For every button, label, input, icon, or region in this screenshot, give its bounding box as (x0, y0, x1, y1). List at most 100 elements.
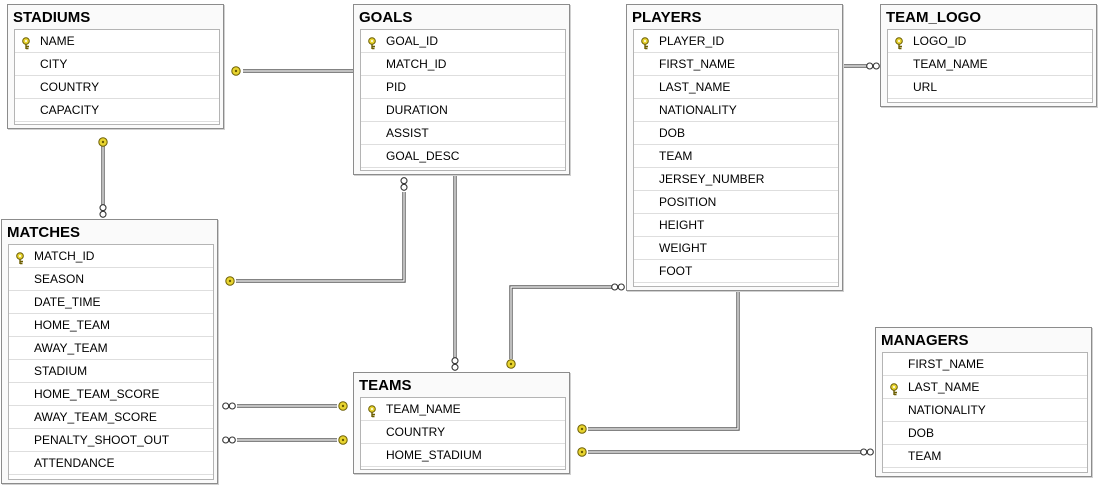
column-name: SEASON (34, 272, 85, 286)
relationship-line[interactable] (506, 283, 625, 369)
column-row[interactable]: DOB (634, 122, 838, 145)
column-row[interactable]: COUNTRY (361, 421, 565, 444)
column-row[interactable]: DURATION (361, 99, 565, 122)
column-row[interactable]: TEAM_NAME (888, 53, 1092, 76)
column-row[interactable]: ASSIST (361, 122, 565, 145)
table-managers[interactable]: MANAGERS FIRST_NAME LAST_NAME NATIONALITY D… (875, 327, 1092, 477)
column-row[interactable]: MATCH_ID (9, 245, 213, 268)
column-row[interactable]: HEIGHT (634, 214, 838, 237)
column-row[interactable]: POSITION (634, 191, 838, 214)
column-row[interactable]: FIRST_NAME (634, 53, 838, 76)
column-name: NATIONALITY (908, 403, 986, 417)
table-title: STADIUMS (13, 9, 91, 26)
column-name: TEAM_NAME (913, 57, 988, 71)
column-row[interactable]: JERSEY_NUMBER (634, 168, 838, 191)
column-row[interactable]: CAPACITY (15, 99, 219, 122)
primary-key-icon (15, 250, 27, 265)
many-end-infinity-icon (99, 204, 107, 218)
relationship-line[interactable] (222, 435, 348, 445)
relationship-line[interactable] (98, 137, 108, 218)
column-row[interactable]: GOAL_DESC (361, 145, 565, 168)
column-name: FIRST_NAME (908, 357, 985, 371)
column-row[interactable]: DATE_TIME (9, 291, 213, 314)
relationship-line[interactable] (451, 175, 459, 371)
relationship-line[interactable] (843, 62, 880, 70)
column-name: HEIGHT (659, 218, 705, 232)
column-name: LOGO_ID (913, 34, 967, 48)
column-row[interactable]: DOB (883, 422, 1087, 445)
primary-key-icon (894, 35, 906, 50)
column-name: DATE_TIME (34, 295, 101, 309)
column-row[interactable]: FIRST_NAME (883, 353, 1087, 376)
column-row[interactable]: CITY (15, 53, 219, 76)
column-row[interactable]: NAME (15, 30, 219, 53)
column-name: AWAY_TEAM_SCORE (34, 410, 157, 424)
column-name: PENALTY_SHOOT_OUT (34, 433, 170, 447)
column-name: MATCH_ID (386, 57, 447, 71)
column-row[interactable]: PENALTY_SHOOT_OUT (9, 429, 213, 452)
column-name: ATTENDANCE (34, 456, 115, 470)
column-row[interactable]: ATTENDANCE (9, 452, 213, 475)
column-name: NAME (40, 34, 75, 48)
many-end-infinity-icon (866, 62, 880, 70)
table-matches[interactable]: MATCHES MATCH_ID SEASON DATE_TIME HOME_TEAM… (1, 219, 218, 484)
one-end-key-icon (338, 401, 348, 411)
table-title: TEAMS (359, 377, 412, 394)
column-row[interactable]: TEAM (883, 445, 1087, 468)
relationship-line[interactable] (225, 177, 408, 286)
column-name: MATCH_ID (34, 249, 95, 263)
many-end-infinity-icon (222, 436, 236, 444)
column-name: TEAM (659, 149, 693, 163)
one-end-key-icon (506, 359, 516, 369)
one-end-key-icon (225, 276, 235, 286)
column-row[interactable]: FOOT (634, 260, 838, 283)
column-row[interactable]: LOGO_ID (888, 30, 1092, 53)
column-row[interactable]: COUNTRY (15, 76, 219, 99)
column-row[interactable]: TEAM_NAME (361, 398, 565, 421)
column-name: FOOT (659, 264, 693, 278)
column-row[interactable]: HOME_TEAM (9, 314, 213, 337)
column-row[interactable]: URL (888, 76, 1092, 99)
column-row[interactable]: PLAYER_ID (634, 30, 838, 53)
column-row[interactable]: WEIGHT (634, 237, 838, 260)
one-end-key-icon (577, 424, 587, 434)
column-list: LOGO_ID TEAM_NAME URL (887, 29, 1093, 103)
column-row[interactable]: HOME_STADIUM (361, 444, 565, 467)
column-row[interactable]: NATIONALITY (883, 399, 1087, 422)
relationship-line[interactable] (577, 447, 874, 457)
column-name: LAST_NAME (908, 380, 980, 394)
column-row[interactable]: MATCH_ID (361, 53, 565, 76)
column-name: TEAM_NAME (386, 402, 461, 416)
column-row[interactable]: GOAL_ID (361, 30, 565, 53)
column-row[interactable]: LAST_NAME (883, 376, 1087, 399)
column-row[interactable]: NATIONALITY (634, 99, 838, 122)
relationship-line[interactable] (231, 66, 353, 76)
table-title: MATCHES (7, 224, 81, 241)
primary-key-icon (889, 381, 901, 396)
column-row[interactable]: TEAM (634, 145, 838, 168)
one-end-key-icon (98, 137, 108, 147)
table-title: MANAGERS (881, 332, 969, 349)
column-row[interactable]: LAST_NAME (634, 76, 838, 99)
column-row[interactable]: STADIUM (9, 360, 213, 383)
column-row[interactable]: HOME_TEAM_SCORE (9, 383, 213, 406)
relationship-line[interactable] (577, 291, 740, 434)
column-name: LAST_NAME (659, 80, 731, 94)
column-name: FIRST_NAME (659, 57, 736, 71)
column-row[interactable]: AWAY_TEAM_SCORE (9, 406, 213, 429)
primary-key-icon (367, 35, 379, 50)
column-name: URL (913, 80, 938, 94)
column-row[interactable]: AWAY_TEAM (9, 337, 213, 360)
column-row[interactable]: PID (361, 76, 565, 99)
column-row[interactable]: SEASON (9, 268, 213, 291)
relationship-line[interactable] (222, 401, 348, 411)
one-end-key-icon (577, 447, 587, 457)
